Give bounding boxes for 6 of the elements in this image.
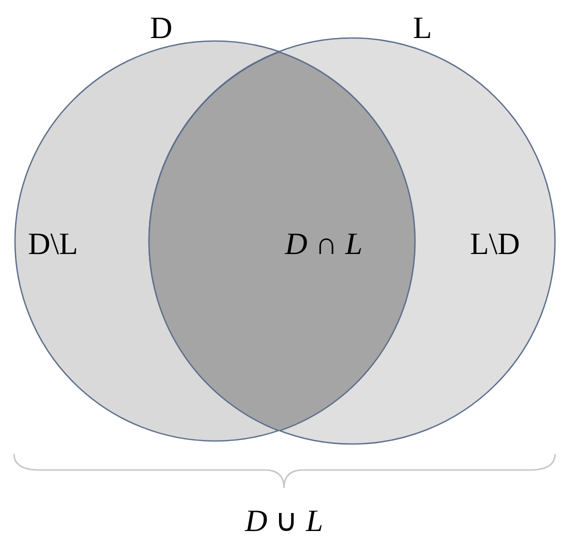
set-label: D bbox=[150, 12, 172, 43]
region-label: D ∩ L bbox=[285, 228, 363, 259]
region-label: D\L bbox=[28, 228, 78, 259]
region-label: L\D bbox=[470, 228, 520, 259]
set-label: L bbox=[413, 12, 432, 43]
union-label: D ∪ L bbox=[245, 505, 324, 536]
